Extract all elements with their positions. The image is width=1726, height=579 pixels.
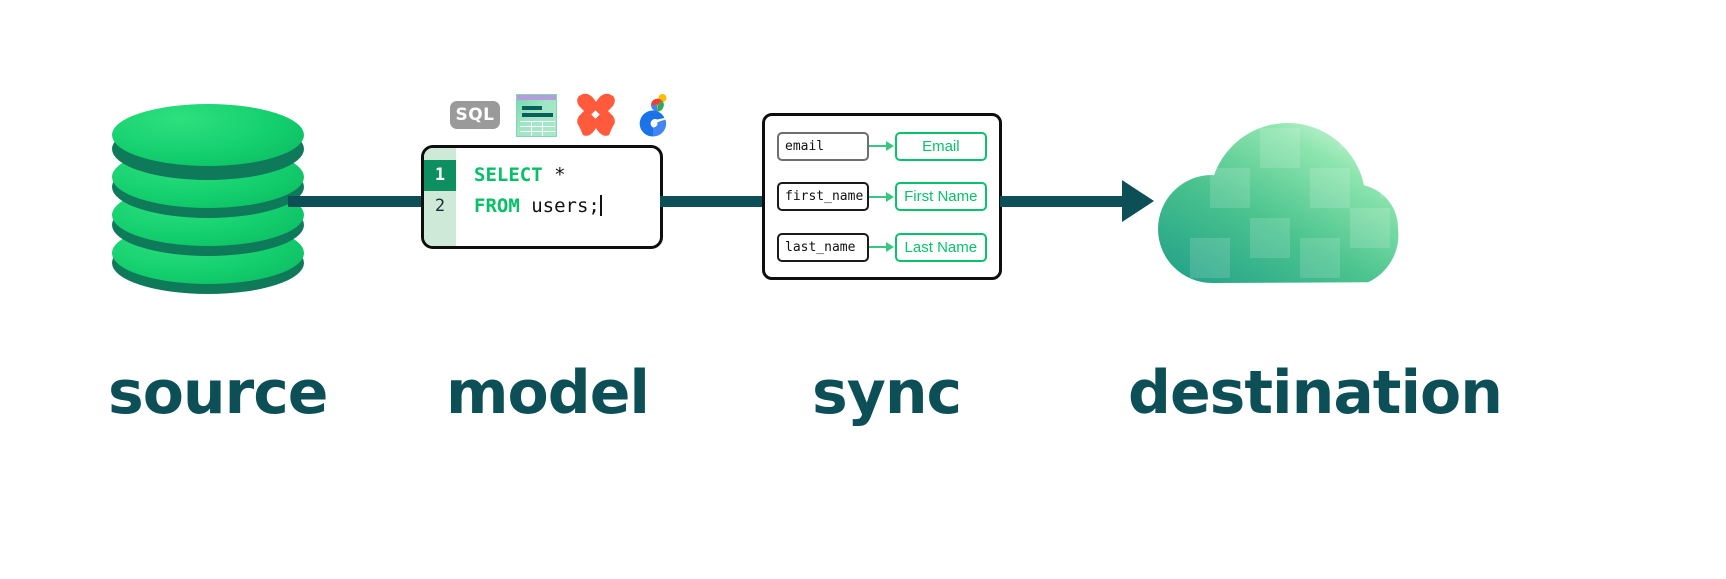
tool-icon-row: SQL <box>450 92 671 138</box>
source-field-email[interactable]: email <box>777 131 869 161</box>
connector-sync-to-destination <box>1000 196 1140 207</box>
source-field-last-name[interactable]: last_name <box>777 232 869 262</box>
sql-badge-icon: SQL <box>450 101 500 129</box>
spreadsheet-title-bar <box>522 105 542 110</box>
looker-icon <box>639 94 667 137</box>
spreadsheet-gridline <box>520 125 555 127</box>
code-gutter: 1 2 <box>424 148 456 246</box>
spreadsheet-gridline <box>520 130 555 132</box>
spreadsheet-gridline <box>542 120 543 136</box>
mapping-row: email Email <box>777 130 987 162</box>
cloud-icon <box>1158 122 1399 283</box>
destination-field-last-name[interactable]: Last Name <box>894 232 987 262</box>
caption-model: model <box>446 358 650 428</box>
code-line-number-1: 1 <box>424 160 456 191</box>
code-text-area[interactable]: SELECT * FROM users; <box>456 148 660 246</box>
caption-source: source <box>108 358 328 428</box>
field-mapping-panel: email Email first_name First Name last_n… <box>762 113 1002 280</box>
sql-line-1-rest: * <box>542 164 566 186</box>
sql-keyword-select: SELECT <box>474 164 543 186</box>
sql-keyword-from: FROM <box>474 195 520 217</box>
sql-code-editor[interactable]: 1 2 SELECT * FROM users; <box>421 145 663 249</box>
destination-field-first-name[interactable]: First Name <box>894 182 987 211</box>
code-line-1: SELECT * <box>474 160 660 191</box>
mapping-row: last_name Last Name <box>777 231 987 263</box>
destination-field-email[interactable]: Email <box>894 131 987 161</box>
mapping-row: first_name First Name <box>777 181 987 213</box>
code-line-2: FROM users; <box>474 191 660 222</box>
text-caret <box>599 195 602 216</box>
database-cylinder-icon <box>112 104 304 298</box>
mapping-arrow-icon <box>868 140 895 152</box>
spreadsheet-subtitle-bar <box>522 112 553 117</box>
caption-sync: sync <box>812 358 962 428</box>
source-field-first-name[interactable]: first_name <box>777 182 869 211</box>
mapping-arrow-icon <box>868 191 895 203</box>
arrow-head-icon <box>1122 180 1154 222</box>
connector-source-to-model <box>288 196 428 207</box>
spreadsheet-gridline <box>531 120 532 136</box>
sql-line-2-rest: users; <box>519 195 600 217</box>
sql-badge-label: SQL <box>455 105 495 125</box>
spreadsheet-gridline <box>520 120 555 122</box>
code-line-number-2: 2 <box>434 196 446 216</box>
mapping-arrow-icon <box>868 241 895 253</box>
red-x-icon <box>577 93 615 136</box>
db-disc-1 <box>112 104 304 166</box>
caption-destination: destination <box>1128 358 1503 428</box>
connector-model-to-sync <box>660 196 768 207</box>
spreadsheet-icon <box>516 93 557 137</box>
spreadsheet-header-bar <box>517 94 556 100</box>
